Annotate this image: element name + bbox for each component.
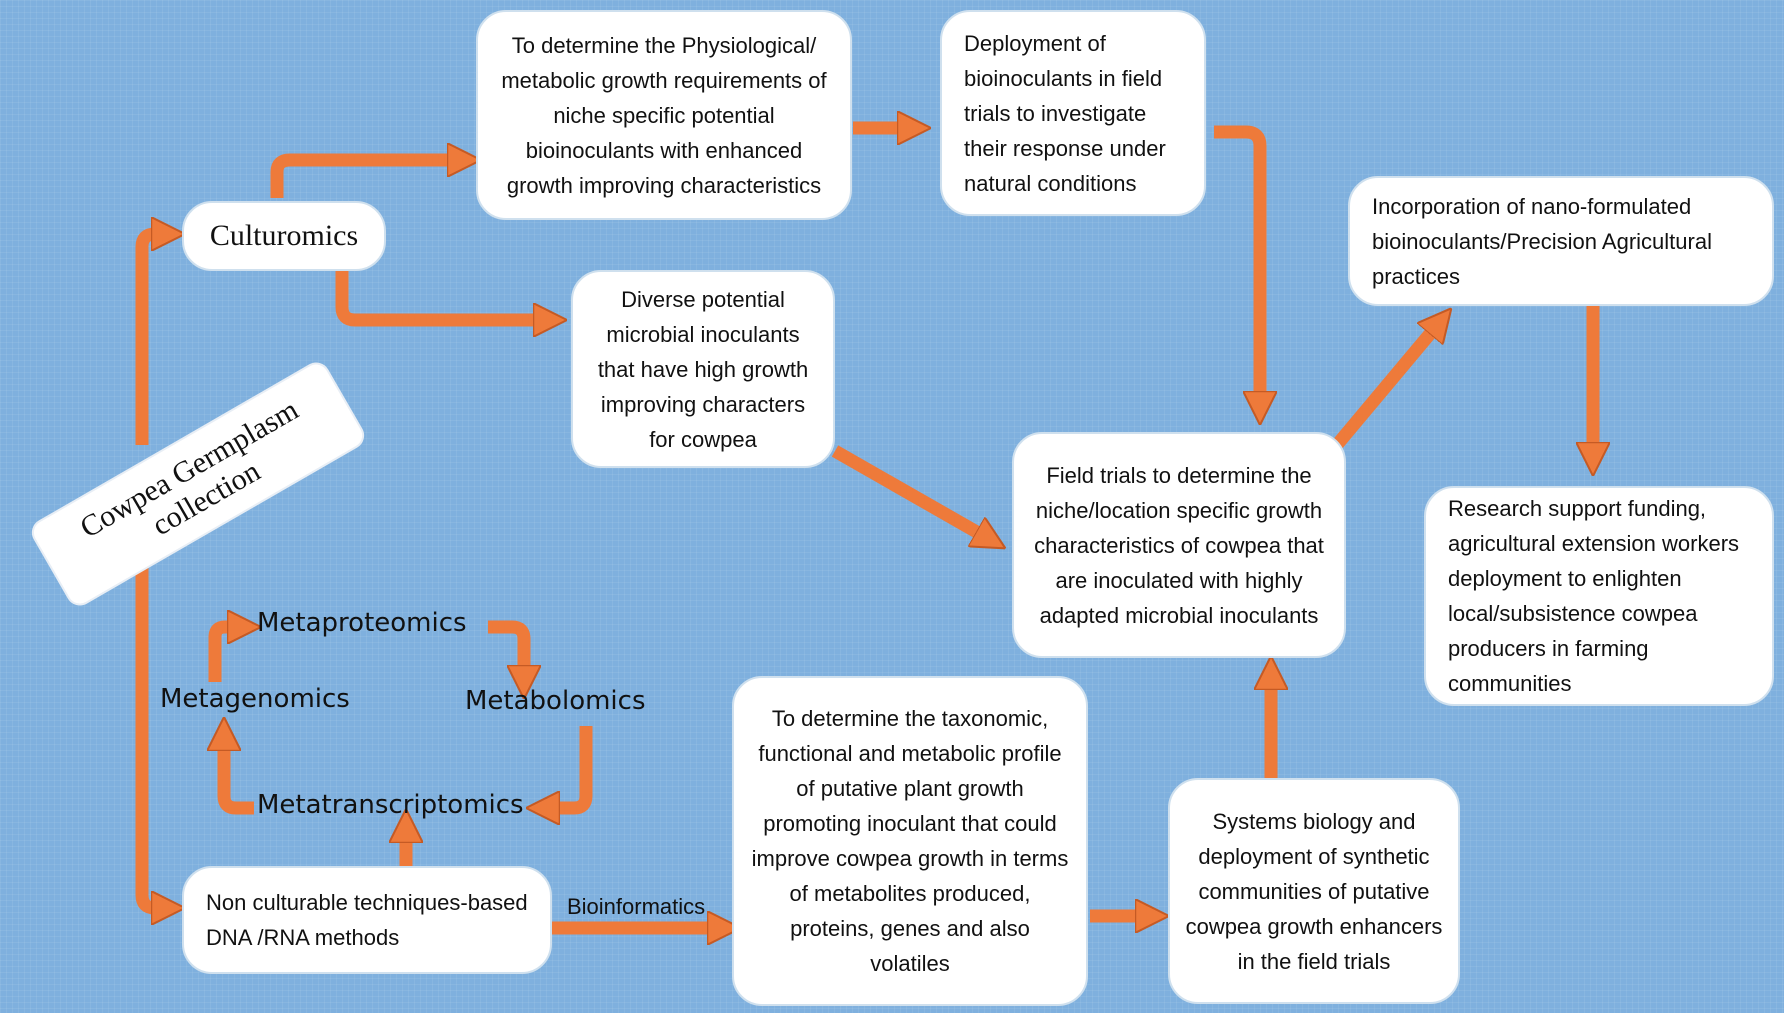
arrow-field-trials-to-nano xyxy=(1331,329,1434,451)
arrow-metatranscriptomics-to-metagenomics xyxy=(224,744,254,815)
systems-biology-box: Systems biology and deployment of synthe… xyxy=(1168,778,1460,1004)
arrow-deployment-to-field-trials xyxy=(1214,125,1260,398)
metagenomics-label: Metagenomics xyxy=(160,684,350,714)
arrow-diverse-to-field-trials xyxy=(831,445,982,535)
arrow-germplasm-to-culturomics xyxy=(135,234,158,445)
bioinformatics-label: Bioinformatics xyxy=(567,894,706,919)
culturomics-box: Culturomics xyxy=(182,201,386,271)
metatranscriptomics-label: Metatranscriptomics xyxy=(257,790,524,820)
diverse-inoculants-box: Diverse potential microbial inoculants t… xyxy=(571,270,835,468)
nano-formulated-box: Incorporation of nano-formulated bioinoc… xyxy=(1348,176,1774,306)
arrow-metaproteomics-to-metabolomics xyxy=(488,620,524,672)
metabolomics-label: Metabolomics xyxy=(465,686,646,716)
arrow-metabolomics-to-metatranscriptomics xyxy=(553,726,593,808)
arrow-metagenomics-to-metaproteomics xyxy=(208,627,234,682)
taxonomic-profile-box: To determine the taxonomic, functional a… xyxy=(732,676,1088,1006)
arrow-culturomics-to-physiological xyxy=(270,160,454,198)
arrow-culturomics-to-diverse xyxy=(335,270,540,320)
research-support-box: Research support funding, agricultural e… xyxy=(1424,486,1774,706)
metaproteomics-label: Metaproteomics xyxy=(257,608,467,638)
physiological-requirements-box: To determine the Physiological/ metaboli… xyxy=(476,10,852,220)
non-culturable-box: Non culturable techniques-based DNA /RNA… xyxy=(182,866,552,974)
arrow-germplasm-to-non-culturable xyxy=(135,537,158,908)
field-trials-box: Field trials to determine the niche/loca… xyxy=(1012,432,1346,658)
deployment-box: Deployment of bioinoculants in field tri… xyxy=(940,10,1206,216)
